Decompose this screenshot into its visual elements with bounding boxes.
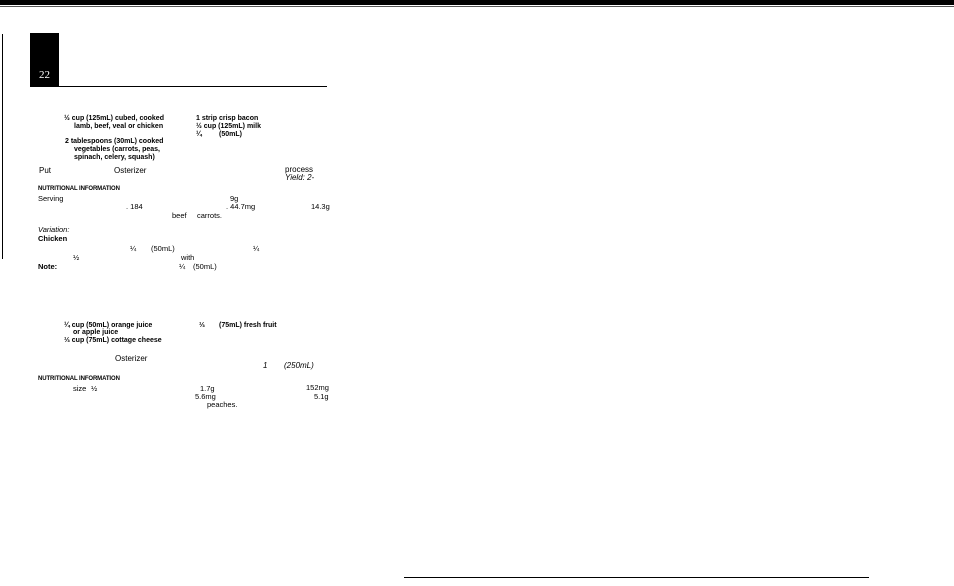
fraction-text: ¼ <box>253 244 260 253</box>
nutrition-value: 1.7g <box>200 384 215 393</box>
fraction-text: ⅓ <box>199 322 205 329</box>
top-border-rule-thin <box>0 6 954 7</box>
ingredient-line: lamb, beef, veal or chicken <box>74 123 164 130</box>
serving-label: Serving <box>38 194 64 203</box>
yield-text: Yield: 2- <box>285 173 315 182</box>
left-margin-rule <box>2 34 3 259</box>
footer-rule <box>404 577 869 578</box>
ingredient-line: ¼ <box>196 131 202 138</box>
yield-number: 1 <box>263 361 268 370</box>
nutrition-heading: NUTRITIONAL INFORMATION <box>38 186 120 192</box>
fraction-text: ½ <box>73 253 80 262</box>
chicken-label: Chicken <box>38 234 68 243</box>
ingredient-line: 1 strip crisp bacon <box>196 115 259 122</box>
nutrition-value: . 184 <box>126 202 143 211</box>
with-text: with <box>181 253 195 262</box>
method-word-process: process <box>285 165 314 174</box>
measure-text: (50mL) <box>193 262 217 271</box>
measure-text: (50mL) <box>151 244 175 253</box>
nutrition-value: 152mg <box>306 383 329 392</box>
ingredient-line: vegetables (carrots, peas, <box>74 146 160 153</box>
ingredient-line: (75mL) fresh fruit <box>219 322 277 329</box>
method-word-put: Put <box>39 166 52 175</box>
ingredient-line: spinach, celery, squash) <box>74 154 155 161</box>
note-label: Note: <box>38 262 58 271</box>
fraction-text: ¼ <box>130 244 137 253</box>
nutrition-heading: NUTRITIONAL INFORMATION <box>38 376 120 382</box>
variation-label: Variation: <box>38 225 70 234</box>
ingredient-line: ½ cup (125mL) cubed, cooked <box>64 115 164 122</box>
fraction-text: ½ <box>91 384 98 393</box>
method-word-osterizer: Osterizer <box>115 354 148 363</box>
method-word-osterizer: Osterizer <box>114 166 147 175</box>
nutrition-value: 14.3g <box>311 202 330 211</box>
ingredient-line: ¼ cup (50mL) orange juice <box>64 322 153 329</box>
page-number-box: 22 <box>30 33 59 86</box>
nutrition-value: 5.1g <box>314 392 329 401</box>
nutrition-value: 5.6mg <box>195 392 216 401</box>
header-rule <box>30 86 327 87</box>
ingredient-line: (50mL) <box>219 131 242 138</box>
page-number: 22 <box>39 69 50 81</box>
ingredient-line: 2 tablespoons (30mL) cooked <box>65 138 164 145</box>
size-label: size <box>73 384 87 393</box>
nutrition-note-word: beef <box>172 211 187 220</box>
fraction-text: ¼ <box>179 262 186 271</box>
nutrition-note-word: peaches. <box>207 400 238 409</box>
nutrition-value: . 44.7mg <box>226 202 256 211</box>
top-border-rule <box>0 0 954 5</box>
ingredient-line: or apple juice <box>73 329 119 336</box>
ingredient-line: ⅓ cup (75mL) cottage cheese <box>64 337 162 344</box>
nutrition-value: 9g <box>230 194 239 203</box>
nutrition-note-word: carrots. <box>197 211 223 220</box>
ingredient-line: ½ cup (125mL) milk <box>196 123 261 130</box>
yield-measure: (250mL) <box>284 361 314 370</box>
